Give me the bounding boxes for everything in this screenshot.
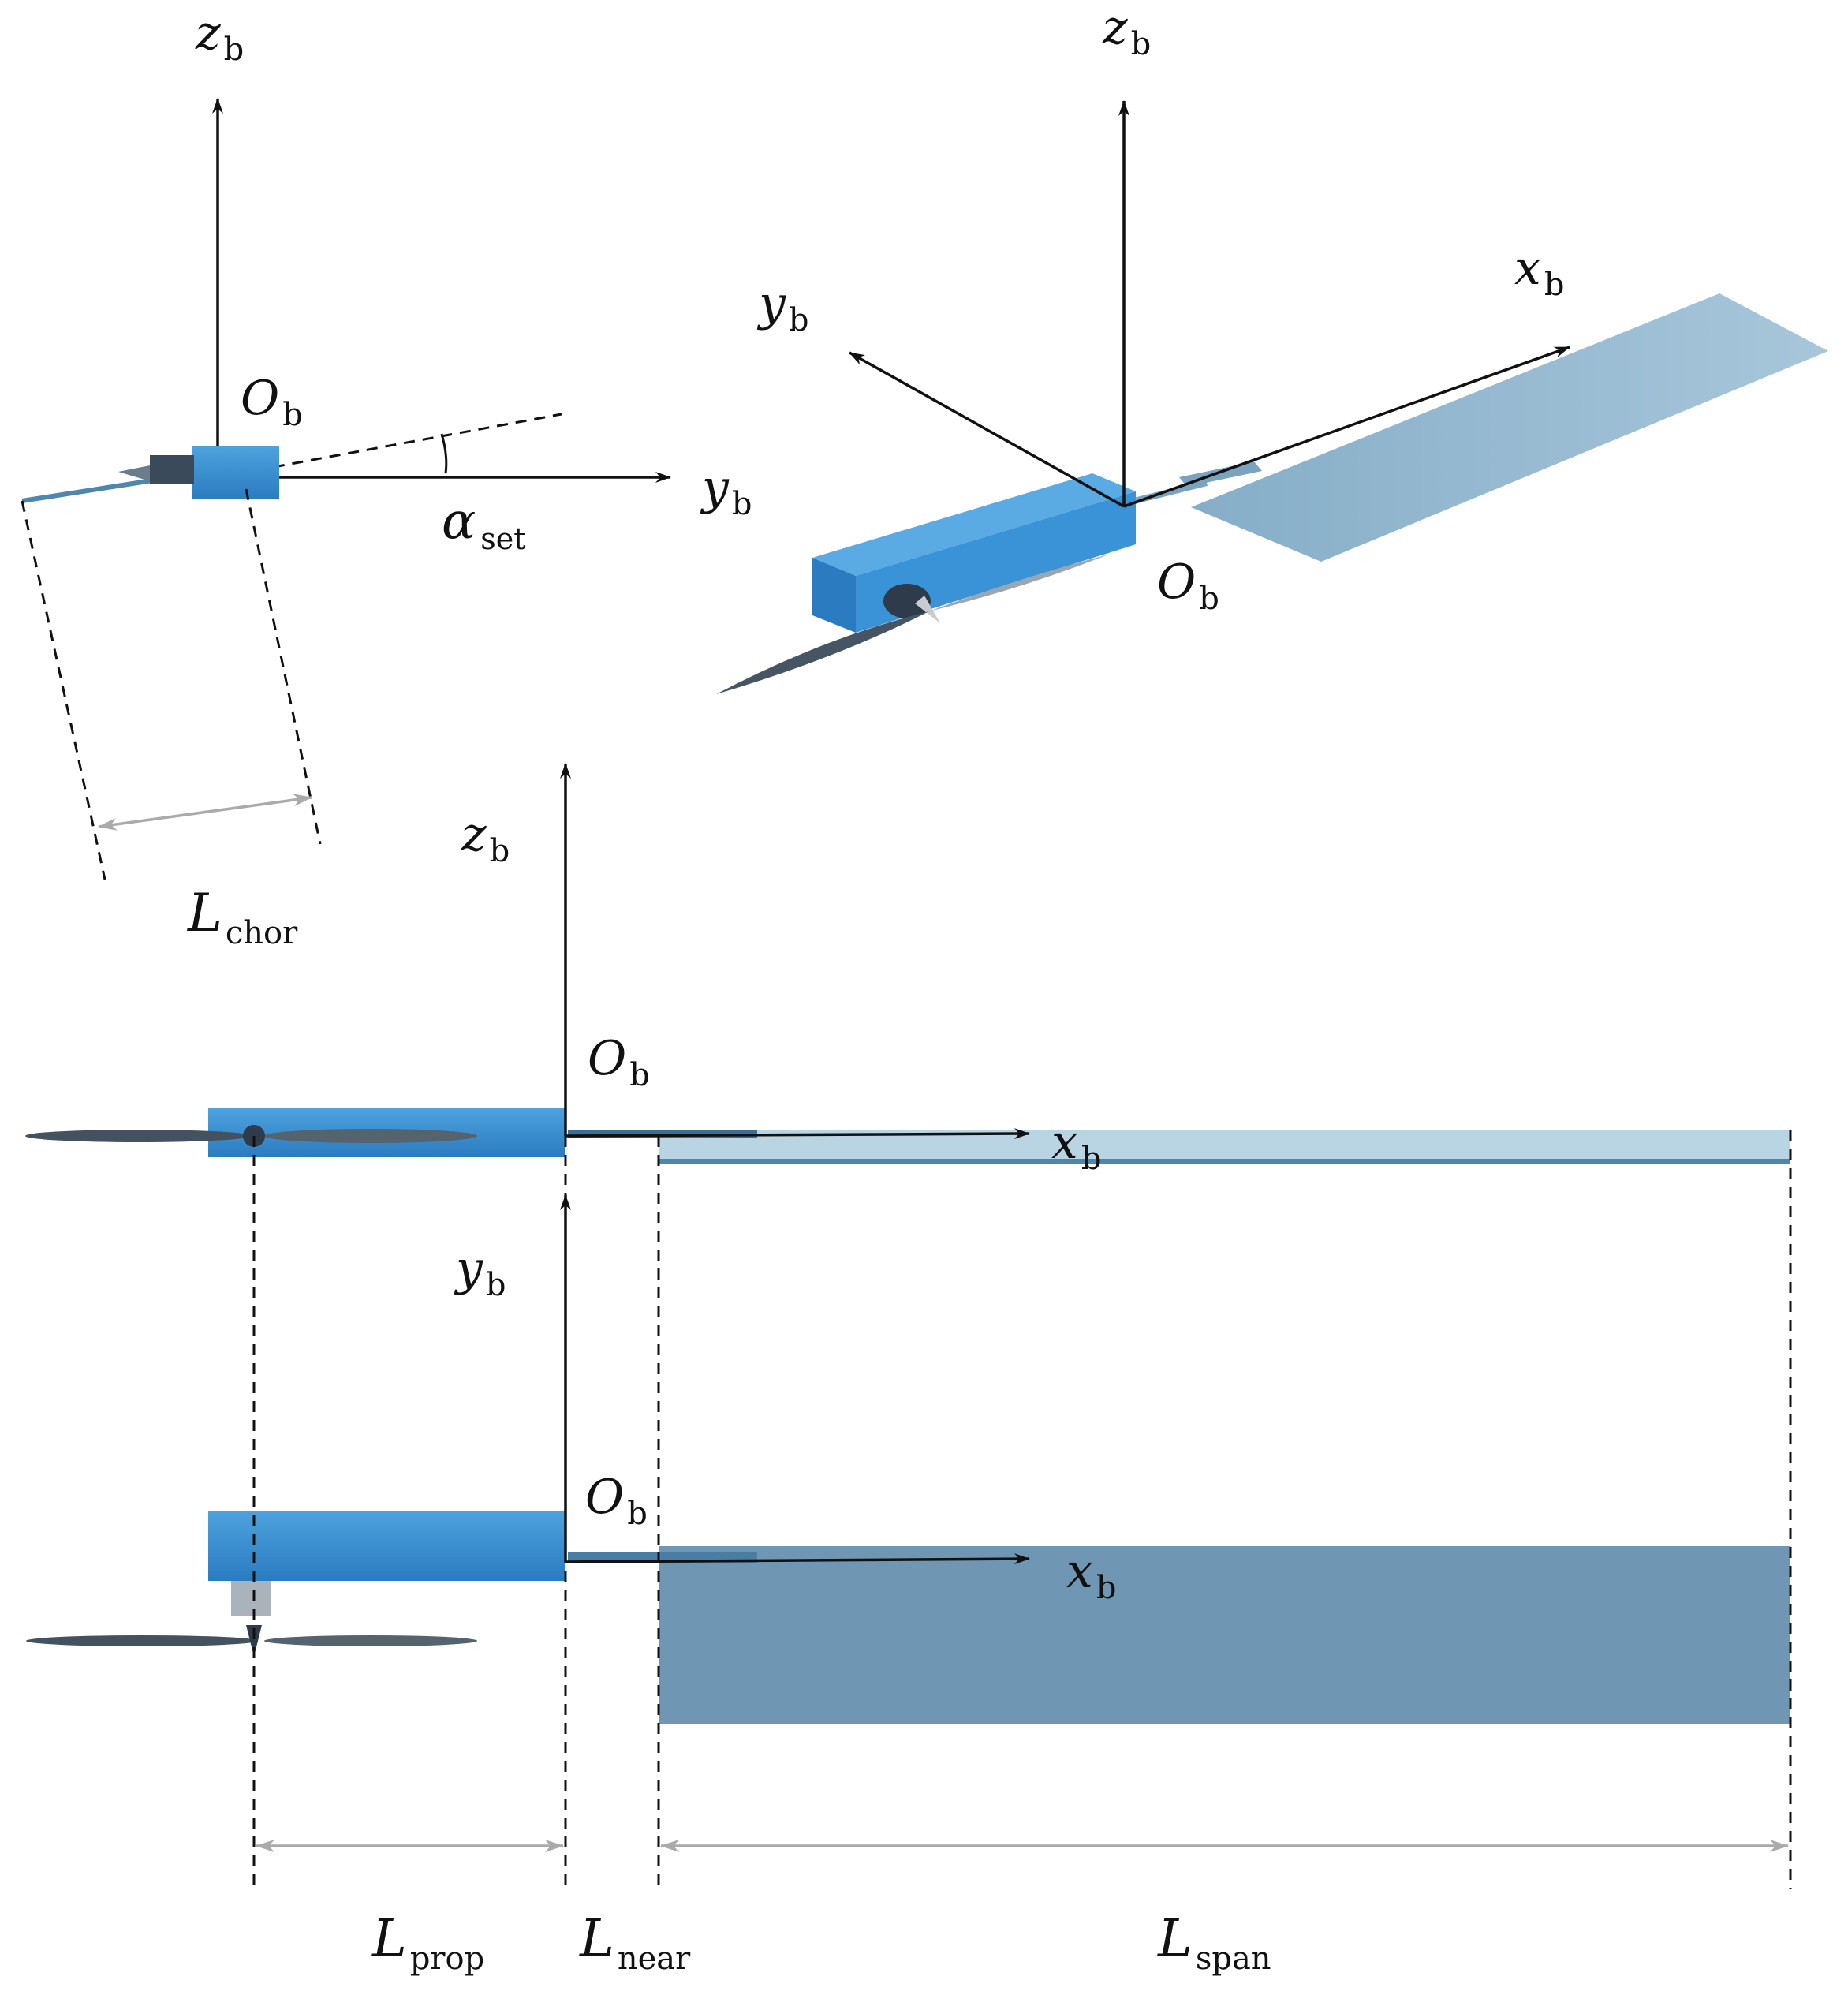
fuselage-top: [812, 473, 1136, 576]
yb-axis-iso: [849, 351, 1125, 508]
xb-axis-plan: [565, 1553, 1030, 1565]
motor-isometric: [883, 584, 931, 618]
wing-chord-front: [21, 477, 159, 503]
propeller-side-left: [25, 1130, 251, 1142]
fuselage-front: [192, 446, 279, 499]
spinner-plan: [246, 1625, 262, 1657]
chord-dimension-arrow: [98, 794, 312, 831]
spinner-isometric: [915, 596, 940, 623]
motor-plan: [231, 1581, 271, 1616]
xb-axis-iso: [1123, 346, 1570, 508]
motor-front: [150, 455, 194, 484]
wing-side: [659, 1130, 1790, 1164]
propeller-side-right: [264, 1129, 477, 1143]
chord-dash-left: [21, 500, 106, 880]
alpha-set-arc: [440, 433, 448, 474]
fuselage-side: [812, 558, 856, 633]
chord-dash-right: [245, 488, 322, 845]
propeller-isometric: [716, 611, 929, 694]
xb-axis-side: [565, 1128, 1030, 1140]
spinner-front: [118, 465, 150, 481]
propeller-plan-right: [264, 1635, 477, 1646]
propeller-blade-upper: [929, 555, 1108, 611]
fuselage-plan: [208, 1511, 565, 1581]
wing-isometric: [1191, 293, 1828, 562]
wing-plan: [659, 1546, 1790, 1724]
wing-side-edge: [659, 1159, 1790, 1164]
propeller-plan-left: [26, 1635, 258, 1646]
